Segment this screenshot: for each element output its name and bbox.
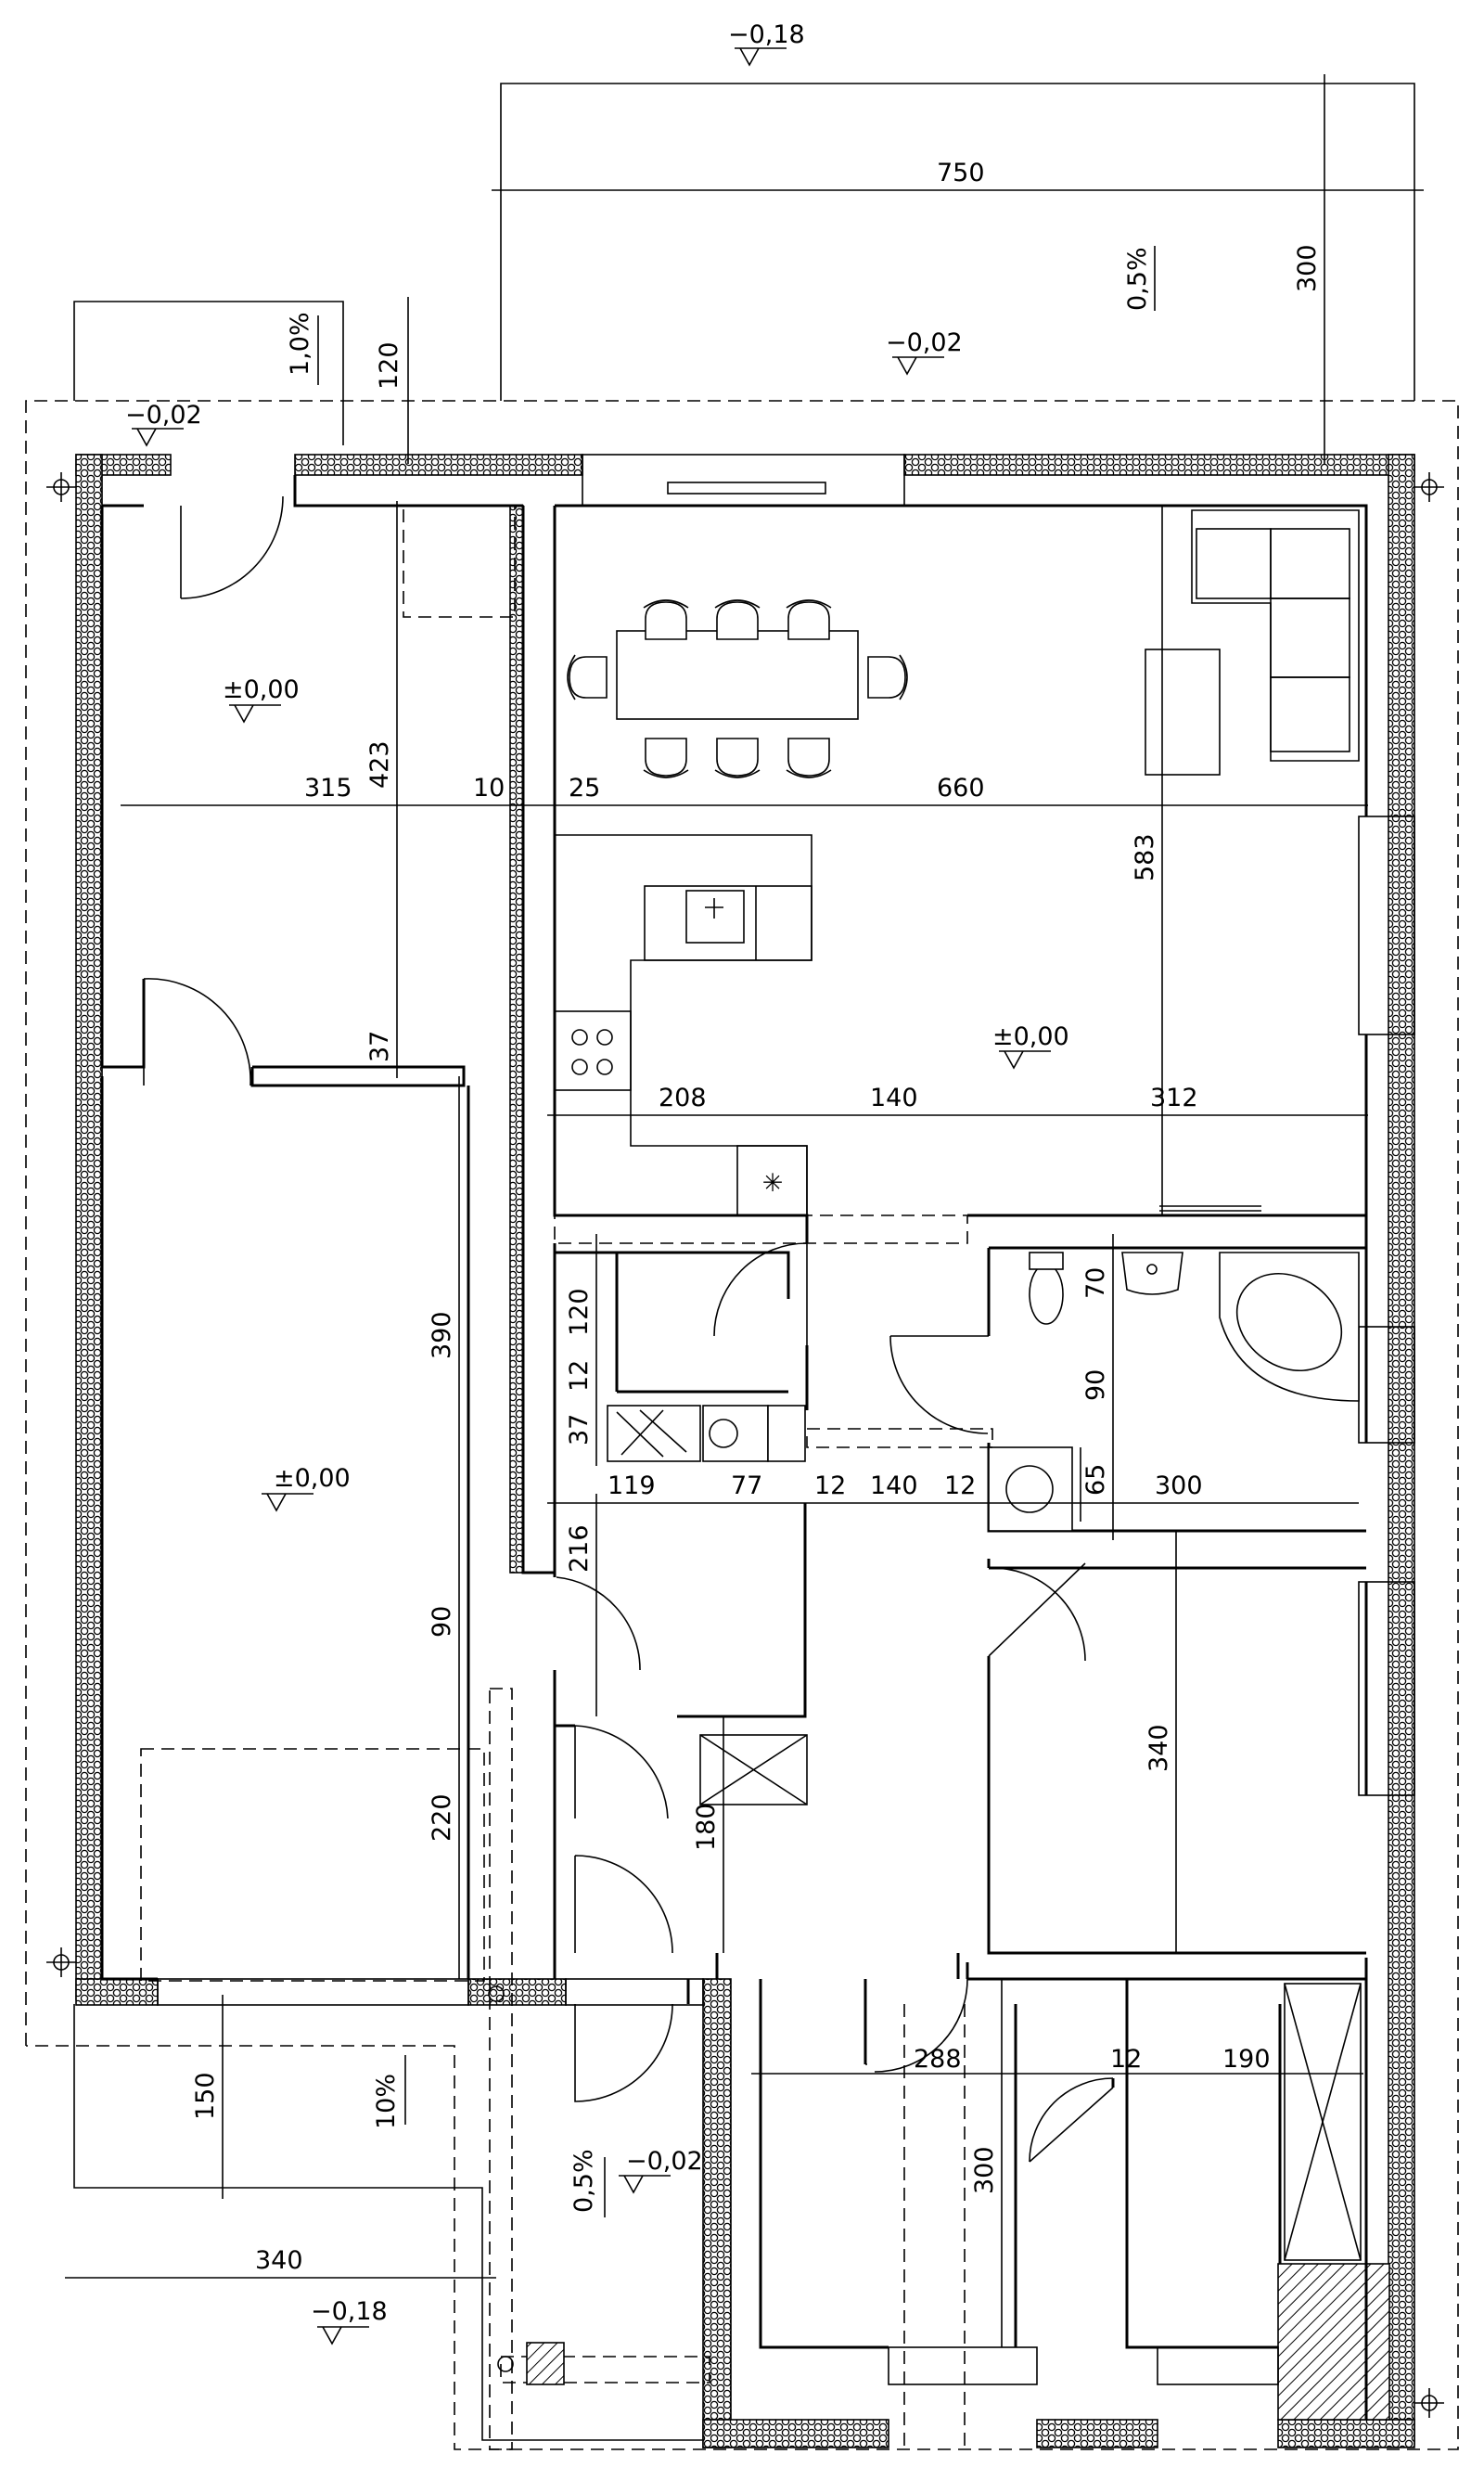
level-terrace: −0,02 (886, 328, 963, 357)
dim-living-width: 660 (937, 774, 985, 803)
exterior-walls (75, 454, 1415, 2448)
dim-180: 180 (692, 1803, 721, 1851)
level-bottom: −0,18 (311, 2297, 388, 2326)
dim-top-wall: 120 (375, 341, 403, 390)
dim-12d: 12 (1110, 2045, 1142, 2074)
dim-bed2-w: 190 (1222, 2045, 1271, 2074)
dim-terrace-depth: 300 (1293, 244, 1322, 292)
dim-kitchen-b: 140 (870, 1084, 918, 1112)
svg-text:✳: ✳ (762, 1169, 784, 1198)
slope-labels: 1,0% 0,5% 10% 0,5% (286, 247, 1152, 2213)
level-living: ±0,00 (992, 1022, 1069, 1051)
dining-table (567, 599, 908, 778)
dim-70: 70 (1081, 1267, 1110, 1299)
dim-37b: 37 (565, 1414, 594, 1446)
dim-drive-w: 340 (255, 2246, 303, 2275)
dim-77: 77 (731, 1471, 762, 1500)
dim-garage-width: 315 (304, 774, 352, 803)
dim-bath-w: 300 (1155, 1471, 1203, 1500)
dimension-labels: 750 300 120 315 10 25 660 423 583 37 208… (191, 159, 1322, 2275)
dim-storage-h: 120 (565, 1288, 594, 1336)
dim-drive-h: 150 (191, 2072, 220, 2120)
dim-terrace-width: 750 (937, 159, 985, 187)
bathroom-fixtures (607, 1252, 1360, 1532)
slope-bottom-left: 10% (372, 2074, 401, 2129)
dim-65: 65 (1081, 1464, 1110, 1496)
level-labels: −0,18 −0,02 −0,02 ±0,00 ±0,00 ±0,00 −0,0… (125, 20, 1069, 2326)
dim-living-depth: 583 (1131, 833, 1159, 881)
dim-kitchen-a: 208 (659, 1084, 707, 1112)
slope-entrance: 0,5% (569, 2149, 598, 2213)
slope-top-left: 1,0% (286, 312, 314, 376)
dim-workshop-h: 390 (428, 1311, 456, 1359)
roof-outline (25, 83, 1459, 2450)
level-garage: ±0,00 (223, 675, 300, 704)
slope-terrace: 0,5% (1123, 247, 1152, 311)
dim-90a: 90 (1081, 1369, 1110, 1401)
dim-wall25: 25 (569, 774, 600, 803)
level-markers (131, 47, 1052, 2345)
level-workshop: ±0,00 (274, 1464, 351, 1493)
dim-37a: 37 (365, 1031, 394, 1062)
dim-kitchen-c: 312 (1150, 1084, 1198, 1112)
sofa (1145, 509, 1360, 776)
dim-216: 216 (565, 1524, 594, 1573)
slope-arrows (317, 246, 1156, 2217)
dim-140: 140 (870, 1471, 918, 1500)
dim-partition: 10 (473, 774, 505, 803)
dim-12c: 12 (944, 1471, 976, 1500)
openings (143, 454, 1415, 2385)
level-top: −0,18 (728, 20, 805, 49)
dim-bed-w: 288 (914, 2045, 962, 2074)
corner-markers (46, 472, 1444, 2418)
level-garage-entry: −0,02 (125, 401, 202, 430)
level-entrance: −0,02 (626, 2147, 703, 2176)
dim-220: 220 (428, 1793, 456, 1842)
dim-room-h: 340 (1145, 1724, 1173, 1772)
dim-119: 119 (608, 1471, 656, 1500)
dim-12a: 12 (565, 1360, 594, 1392)
dimension-lines (65, 74, 1424, 2347)
dim-90b: 90 (428, 1606, 456, 1638)
dim-bed-h: 300 (970, 2146, 999, 2194)
dim-garage-depth: 423 (365, 740, 394, 789)
kitchen: ✳ (554, 834, 812, 1216)
dim-12b: 12 (814, 1471, 846, 1500)
